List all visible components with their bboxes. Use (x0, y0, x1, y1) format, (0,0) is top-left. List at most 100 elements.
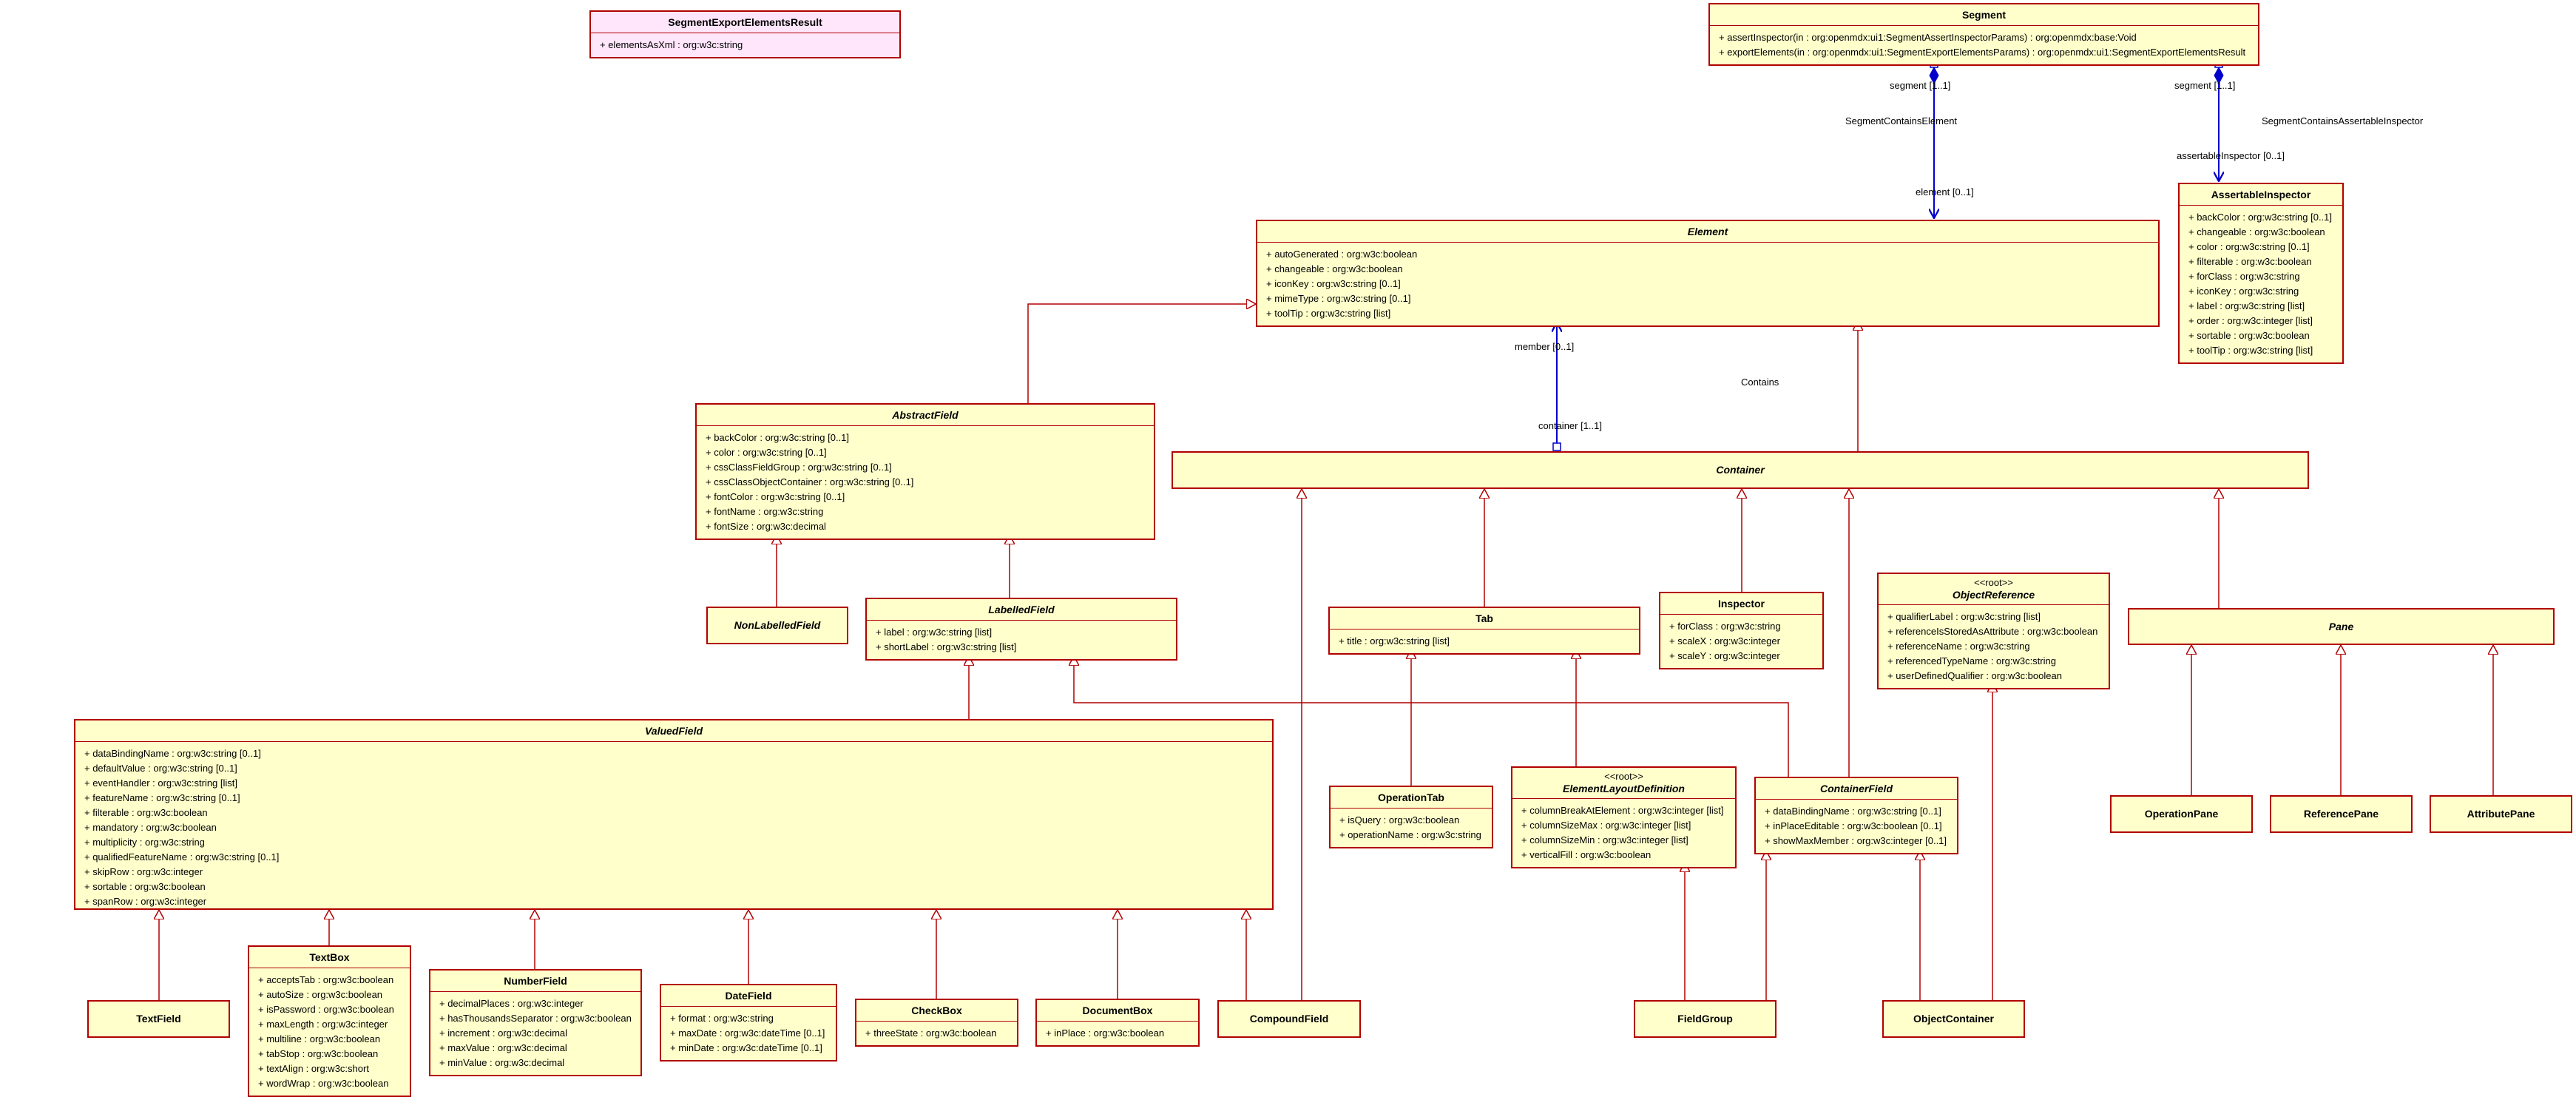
attribute-list: + title : org:w3c:string [list] (1330, 629, 1639, 653)
operation-list: + assertInspector(in : org:openmdx:ui1:S… (1710, 25, 2258, 64)
class-attribute-pane: AttributePane (2430, 795, 2572, 833)
attribute: + fontColor : org:w3c:string [0..1] (706, 491, 845, 502)
class-name: Pane (2328, 621, 2354, 632)
class-name: ObjectReference (1952, 589, 2035, 601)
attribute: + label : org:w3c:string [list] (2188, 300, 2305, 311)
attribute: + dataBindingName : org:w3c:string [0..1… (84, 748, 261, 759)
generalization-containerfield-labelledfield (1074, 656, 1789, 777)
attribute: + maxValue : org:w3c:decimal (439, 1042, 567, 1053)
class-valued-field: ValuedField + dataBindingName : org:w3c:… (74, 719, 1274, 910)
class-date-field: DateField + format : org:w3c:string + ma… (660, 984, 837, 1061)
class-segment: Segment + assertInspector(in : org:openm… (1708, 3, 2259, 66)
class-container: Container (1172, 451, 2309, 489)
class-name: AssertableInspector (2211, 189, 2311, 200)
attribute-list: + backColor : org:w3c:string [0..1] + ch… (2180, 205, 2342, 362)
attribute: + format : org:w3c:string (670, 1013, 774, 1024)
class-pane: Pane (2128, 608, 2555, 645)
attribute: + verticalFill : org:w3c:boolean (1521, 849, 1652, 860)
class-name: NonLabelledField (734, 619, 821, 631)
attribute: + filterable : org:w3c:boolean (2188, 256, 2312, 267)
association-name-contains: Contains (1741, 377, 1779, 388)
class-name: Segment (1961, 9, 2007, 21)
class-name: CheckBox (911, 1005, 962, 1016)
composition-diamond-segment-assertableinspector (2214, 66, 2224, 85)
class-name: AbstractField (892, 409, 959, 421)
class-name: TextBox (309, 951, 350, 963)
attribute: + autoSize : org:w3c:boolean (258, 989, 383, 1000)
attribute: + changeable : org:w3c:boolean (1266, 263, 1403, 274)
association-name-segment-contains-assertable-inspector: SegmentContainsAssertableInspector (2262, 115, 2424, 126)
class-name: ValuedField (644, 725, 703, 737)
role-label-assertable-inspector: assertableInspector [0..1] (2177, 150, 2285, 161)
attribute: + mandatory : org:w3c:boolean (84, 822, 217, 833)
class-object-reference: <<root>>ObjectReference + qualifierLabel… (1877, 573, 2110, 689)
class-field-group: FieldGroup (1634, 1000, 1777, 1038)
attribute: + inPlaceEditable : org:w3c:boolean [0..… (1765, 820, 1942, 831)
stereotype: <<root>> (1604, 771, 1643, 782)
attribute: + toolTip : org:w3c:string [list] (1266, 308, 1391, 319)
attribute: + color : org:w3c:string [0..1] (706, 447, 827, 458)
attribute: + referencedTypeName : org:w3c:string (1887, 655, 2056, 666)
class-name: ContainerField (1819, 783, 1893, 794)
attribute-list: + inPlace : org:w3c:boolean (1037, 1021, 1198, 1045)
attribute: + cssClassFieldGroup : org:w3c:string [0… (706, 462, 892, 473)
attribute: + referenceIsStoredAsAttribute : org:w3c… (1887, 626, 2098, 637)
attribute: + iconKey : org:w3c:string (2188, 286, 2299, 297)
role-label-container: container [1..1] (1538, 420, 1602, 431)
role-label-member: member [0..1] (1515, 341, 1575, 352)
attribute: + multiplicity : org:w3c:string (84, 837, 205, 848)
attribute: + increment : org:w3c:decimal (439, 1027, 568, 1039)
attribute: + maxDate : org:w3c:dateTime [0..1] (670, 1027, 825, 1039)
attribute: + fontName : org:w3c:string (706, 506, 824, 517)
attribute: + isQuery : org:w3c:boolean (1339, 814, 1460, 826)
attribute: + showMaxMember : org:w3c:integer [0..1] (1765, 835, 1947, 846)
attribute: + referenceName : org:w3c:string (1887, 641, 2030, 652)
role-label-element: element [0..1] (1916, 186, 1974, 198)
attribute: + userDefinedQualifier : org:w3c:boolean (1887, 670, 2062, 681)
attribute: + fontSize : org:w3c:decimal (706, 521, 826, 532)
attribute-list: + acceptsTab : org:w3c:boolean + autoSiz… (249, 968, 410, 1096)
class-assertable-inspector: AssertableInspector + backColor : org:w3… (2178, 183, 2344, 364)
class-name: OperationPane (2144, 808, 2219, 820)
attribute: + label : org:w3c:string [list] (876, 627, 993, 638)
class-number-field: NumberField + decimalPlaces : org:w3c:in… (429, 969, 642, 1076)
class-text-field: TextField (87, 1000, 230, 1038)
attribute: + tabStop : org:w3c:boolean (258, 1048, 379, 1059)
qualifier-box-container (1552, 442, 1561, 451)
class-name: DocumentBox (1082, 1005, 1153, 1016)
class-operation-tab: OperationTab + isQuery : org:w3c:boolean… (1329, 786, 1493, 848)
class-name: OperationTab (1378, 791, 1444, 803)
class-name: CompoundField (1249, 1013, 1329, 1025)
attribute: + qualifiedFeatureName : org:w3c:string … (84, 851, 280, 863)
class-tab: Tab + title : org:w3c:string [list] (1328, 607, 1640, 655)
class-name: ObjectContainer (1913, 1013, 1994, 1025)
class-inspector: Inspector + forClass : org:w3c:string + … (1659, 592, 1824, 669)
attribute: + featureName : org:w3c:string [0..1] (84, 792, 240, 803)
attribute-list: + columnBreakAtElement : org:w3c:integer… (1512, 798, 1735, 867)
class-name: ElementLayoutDefinition (1563, 783, 1685, 794)
attribute: + qualifierLabel : org:w3c:string [list] (1887, 611, 2041, 622)
attribute-list: + label : org:w3c:string [list] + shortL… (867, 620, 1176, 659)
attribute: + maxLength : org:w3c:integer (258, 1019, 388, 1030)
attribute: + defaultValue : org:w3c:string [0..1] (84, 763, 237, 774)
attribute: + backColor : org:w3c:string [0..1] (2188, 212, 2333, 223)
class-reference-pane: ReferencePane (2270, 795, 2413, 833)
class-object-container: ObjectContainer (1882, 1000, 2025, 1038)
attribute: + cssClassObjectContainer : org:w3c:stri… (706, 476, 914, 487)
attribute: + multiline : org:w3c:boolean (258, 1033, 381, 1044)
class-name: DateField (725, 990, 772, 1002)
attribute: + spanRow : org:w3c:integer (84, 896, 207, 907)
attribute: + scaleX : org:w3c:integer (1669, 635, 1780, 647)
composition-diamond-segment-element (1929, 66, 1939, 85)
class-name: Container (1716, 464, 1765, 476)
class-name: Tab (1475, 612, 1493, 624)
attribute: + hasThousandsSeparator : org:w3c:boolea… (439, 1013, 632, 1024)
attribute-list: + isQuery : org:w3c:boolean + operationN… (1331, 808, 1492, 847)
attribute: + inPlace : org:w3c:boolean (1046, 1027, 1165, 1039)
class-name: ReferencePane (2303, 808, 2379, 820)
attribute: + threeState : org:w3c:boolean (865, 1027, 997, 1039)
attribute-list: + autoGenerated : org:w3c:boolean + chan… (1257, 242, 2158, 325)
attribute: + color : org:w3c:string [0..1] (2188, 241, 2310, 252)
class-name: FieldGroup (1677, 1013, 1733, 1025)
attribute: + backColor : org:w3c:string [0..1] (706, 432, 850, 443)
